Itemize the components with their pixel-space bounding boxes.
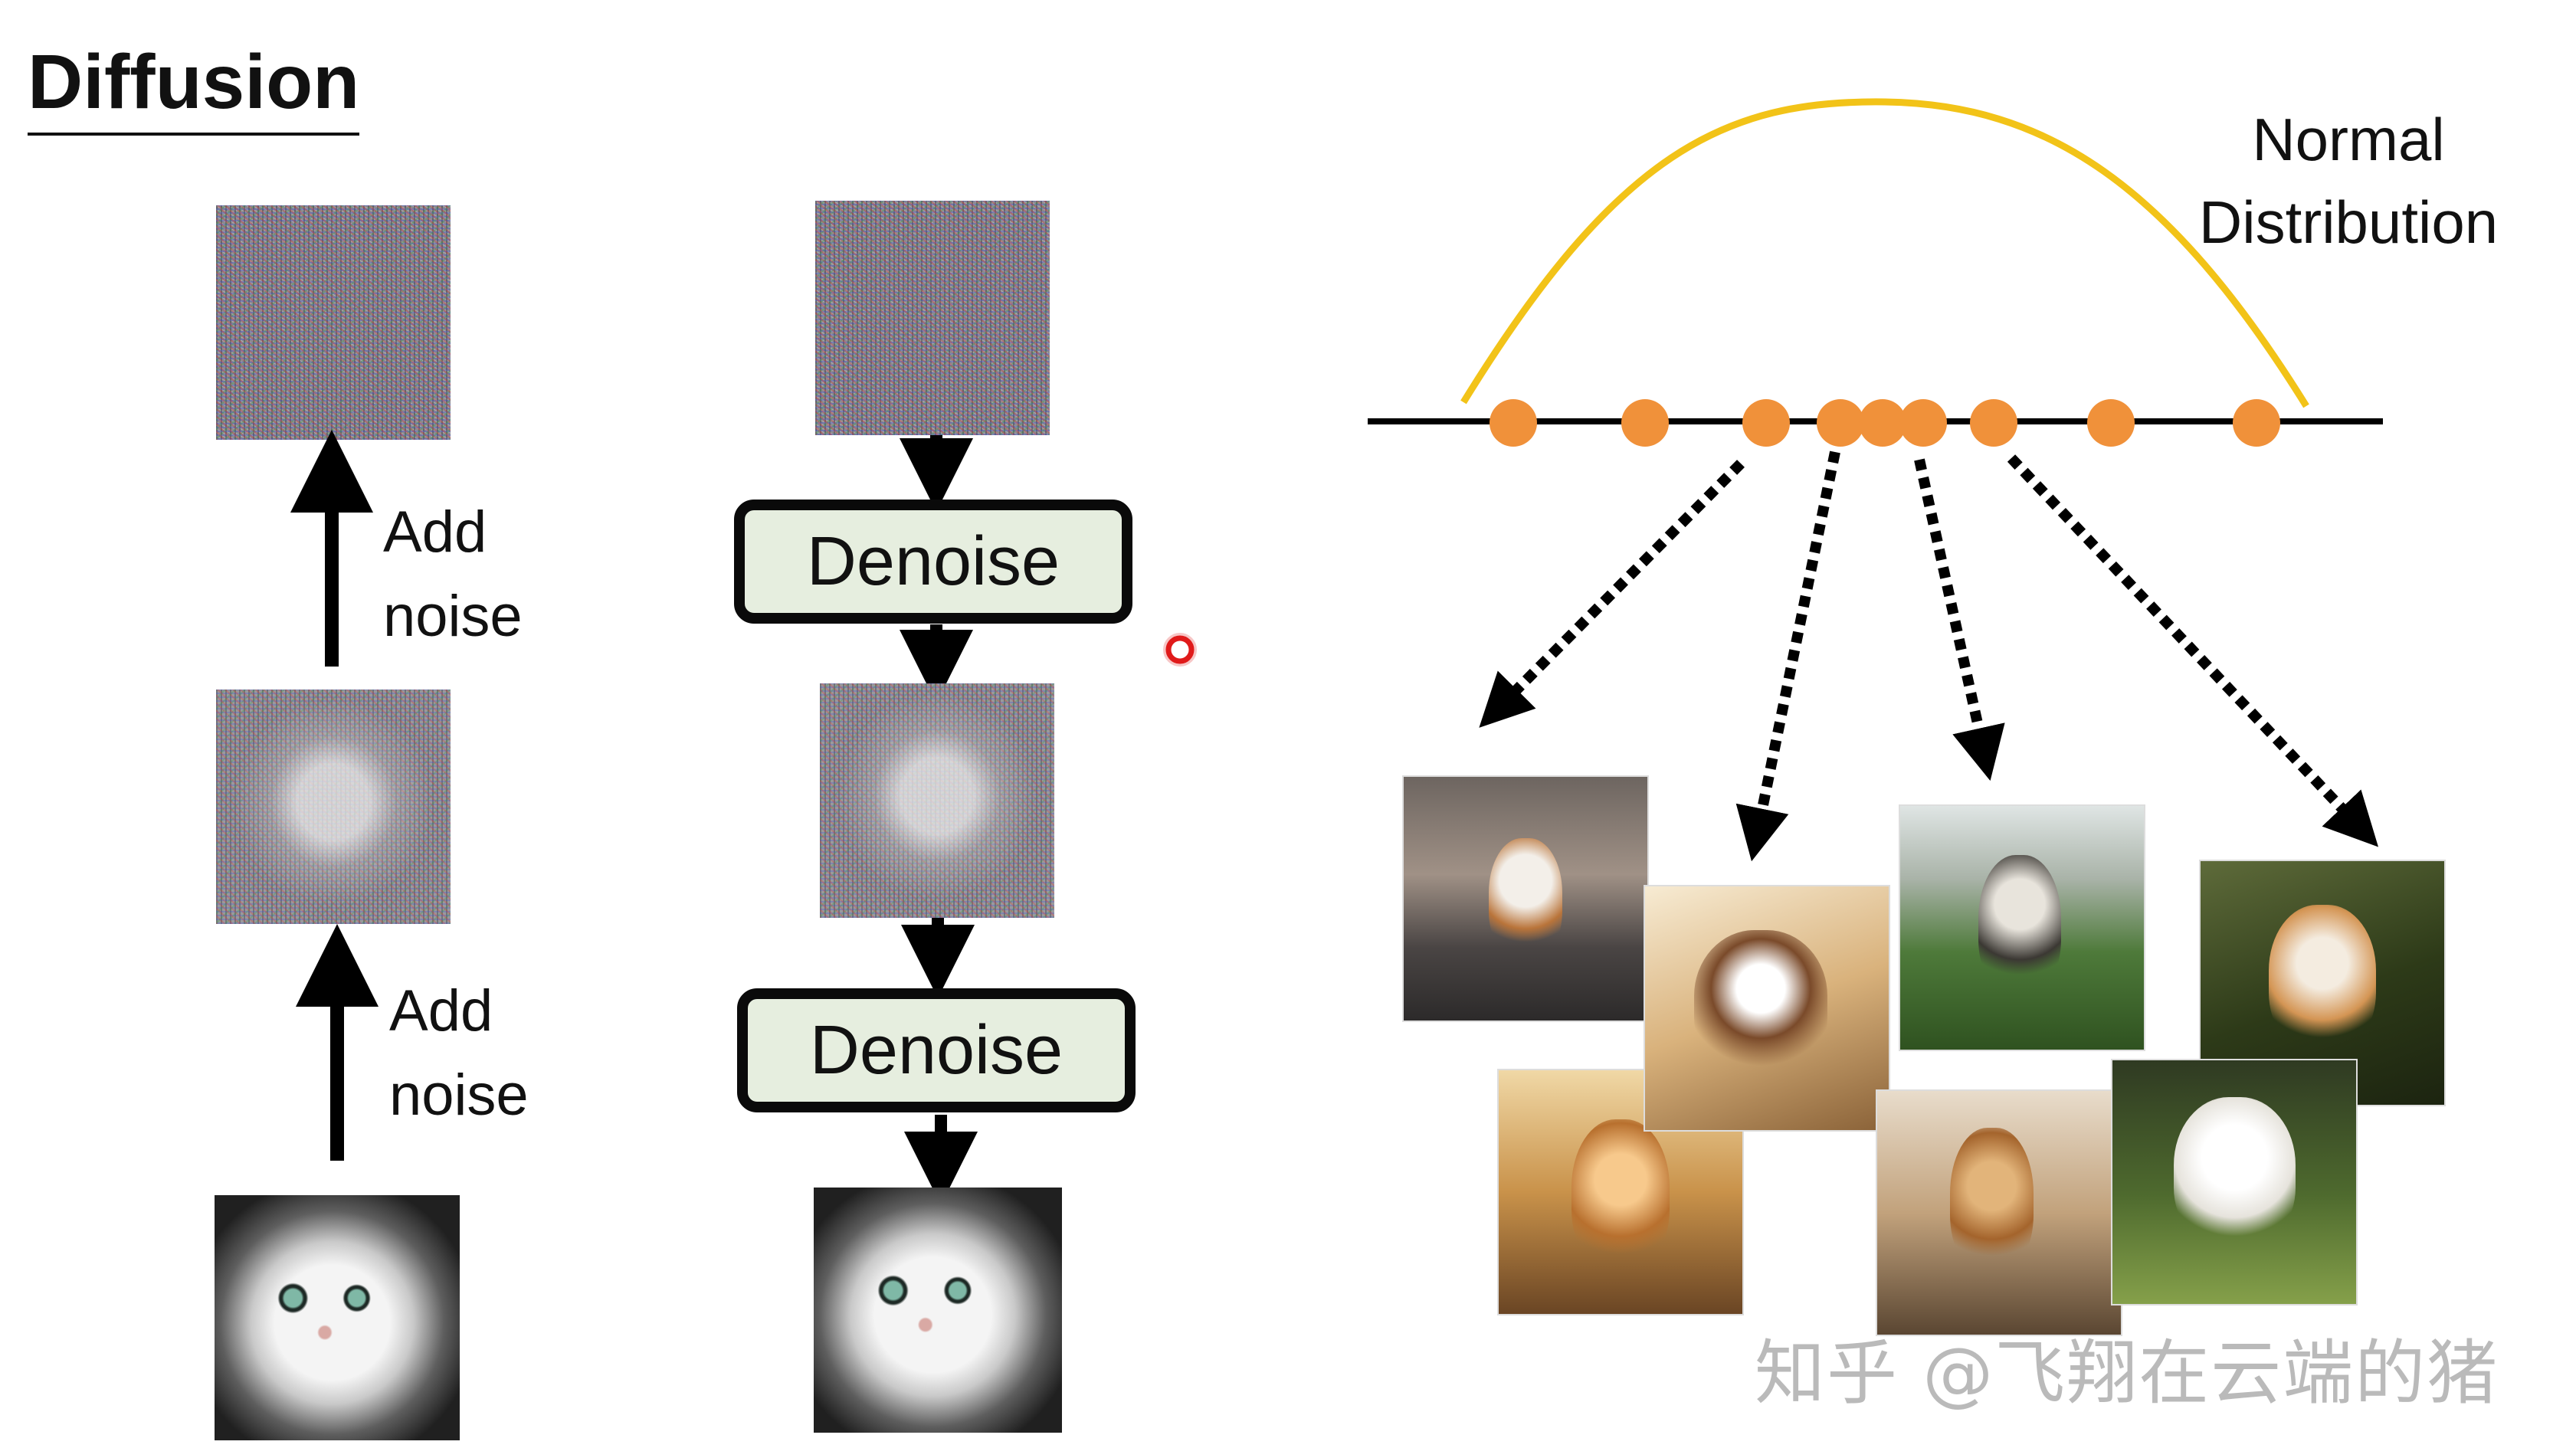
denoise-box-1: Denoise (734, 500, 1132, 624)
cat-image-original (215, 1195, 460, 1440)
normal-distribution-label-line1: Normal (2252, 106, 2445, 173)
sample-point (1970, 399, 2017, 447)
partial-noise-image (216, 690, 451, 924)
sample-point (1817, 399, 1864, 447)
normal-distribution-label-line2: Distribution (2198, 188, 2499, 256)
add-noise-label-upper-line1: Add (383, 500, 487, 565)
noise-image-middle-top (815, 201, 1050, 435)
add-noise-label-lower: Add noise (389, 969, 529, 1138)
add-noise-label-lower-line2: noise (389, 1063, 529, 1128)
generated-image (2111, 1059, 2358, 1305)
sample-point (2087, 399, 2135, 447)
sample-arrow (2007, 454, 2379, 847)
add-noise-label-lower-line1: Add (389, 978, 493, 1043)
generated-image (1402, 775, 1649, 1022)
denoise-box-2-label: Denoise (809, 1011, 1064, 1089)
generated-image (1876, 1089, 2122, 1336)
cat-image-denoised (814, 1188, 1062, 1433)
sample-points (1490, 399, 2280, 447)
denoise-box-1-label: Denoise (806, 523, 1060, 600)
generated-image (1644, 885, 1890, 1132)
laser-pointer-icon (1163, 633, 1197, 667)
sample-point (2233, 399, 2280, 447)
page-title: Diffusion (28, 38, 360, 136)
sample-point (1490, 399, 1537, 447)
normal-distribution-curve (1460, 98, 2309, 408)
sample-point (1742, 399, 1790, 447)
sample-arrow (1479, 460, 1745, 728)
sample-point (1859, 399, 1906, 447)
watermark: 知乎 @飞翔在云端的猪 (1755, 1332, 2499, 1414)
add-noise-label-upper-line2: noise (383, 584, 523, 649)
sample-point (1899, 399, 1947, 447)
partial-noise-image-middle (820, 683, 1054, 918)
generated-image (1899, 804, 2145, 1051)
sample-point (1621, 399, 1669, 447)
normal-distribution-label: Normal Distribution (2168, 98, 2528, 264)
denoise-box-2: Denoise (737, 988, 1136, 1112)
sample-arrow (1914, 458, 2005, 781)
add-noise-label-upper: Add noise (383, 490, 523, 659)
noise-image-top (216, 205, 451, 440)
sample-arrow (1735, 450, 1840, 862)
